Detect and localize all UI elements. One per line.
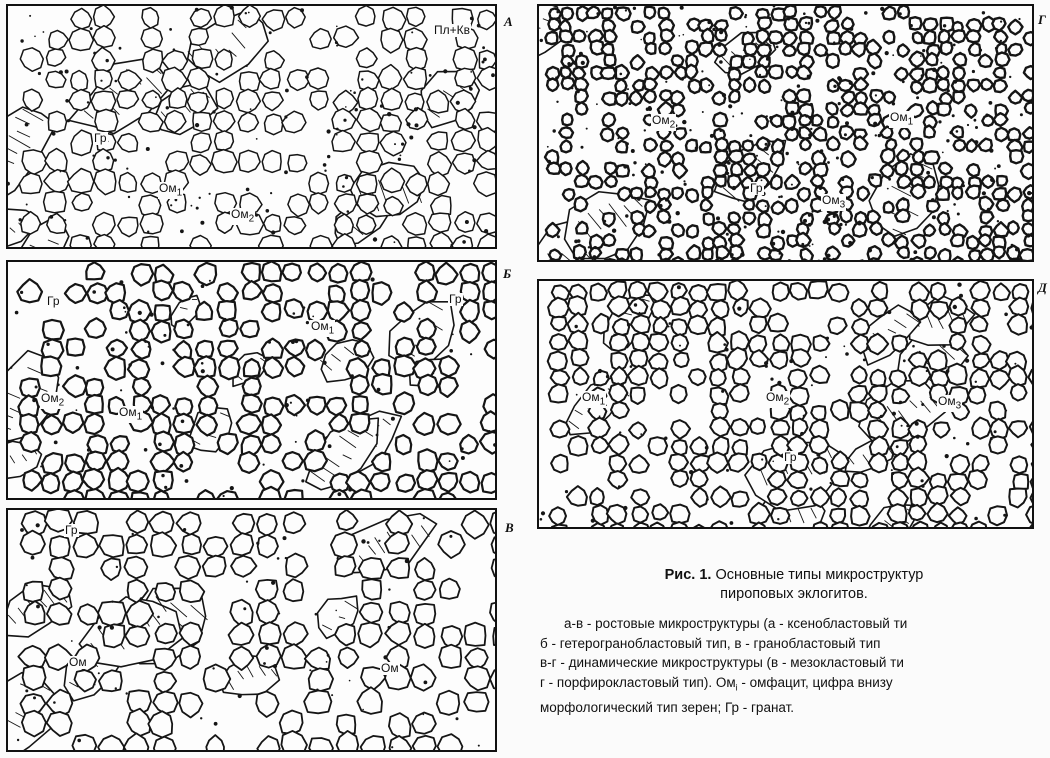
panel-letter-g: Г [1038,12,1046,28]
microstructure-drawing-v [8,510,495,750]
caption-figure-number: Рис. 1. [665,567,712,583]
mineral-label-gr: Гр [448,293,463,306]
mineral-label-om: Ом1 [118,406,143,423]
caption-line: г - порфирокластовый тип). Омi - омфацит… [540,673,1048,698]
mineral-label-om: Ом [380,662,400,675]
mineral-label-om: Ом2 [230,208,255,225]
mineral-label-om: Ом1 [158,182,183,199]
panel-b: Гр Гр Ом1 Ом2 Ом1 [6,260,497,500]
caption-title-line2: пироповых эклогитов. [540,585,1048,604]
panel-g: Ом2 Ом1 Гр Ом3 [537,4,1034,262]
panel-d: Ом1 Ом2 Ом3 Гр [537,279,1034,529]
microstructure-drawing-g [539,6,1032,260]
mineral-label-gr: Гр [46,295,61,308]
panel-letter-b: Б [503,266,511,282]
mineral-label-om: Ом1 [581,391,606,408]
mineral-label-gr: Гр [64,524,79,537]
caption-line: морфологический тип зерен; Гр - гранат. [540,698,1048,718]
panel-letter-d: Д [1038,280,1047,296]
mineral-label-om: Ом [68,656,88,669]
mineral-label-om: Ом2 [40,392,65,409]
panel-letter-v: В [505,520,514,536]
mineral-label-gr: Гр [93,132,108,145]
mineral-label-gr: Гр [783,451,798,464]
caption-title-text: Основные типы микроструктур [715,567,923,583]
mineral-label-om: Ом2 [765,391,790,408]
microstructure-drawing-b [8,262,495,498]
mineral-label-om: Ом1 [889,111,914,128]
caption-line: б - гетерогранобластовый тип, в - граноб… [540,634,1048,654]
figure-caption: Рис. 1. Основные типы микроструктур пиро… [540,566,1048,717]
caption-title: Рис. 1. Основные типы микроструктур пиро… [540,566,1048,604]
mineral-label-om: Ом3 [821,194,846,211]
panel-a: Пл+Кв Гр Ом1 Ом2 [6,4,497,249]
panel-letter-a: А [504,14,513,30]
caption-line: в-г - динамические микроструктуры (в - м… [540,653,1048,673]
mineral-label-om: Ом2 [651,114,676,131]
mineral-label-om: Ом3 [937,395,962,412]
caption-line: а-в - ростовые микроструктуры (а - ксено… [540,614,1048,634]
mineral-label-pl-kv: Пл+Кв [433,24,471,37]
panel-v: Гр Ом Ом [6,508,497,752]
mineral-label-om: Ом1 [310,320,335,337]
mineral-label-gr: Гр [749,182,764,195]
